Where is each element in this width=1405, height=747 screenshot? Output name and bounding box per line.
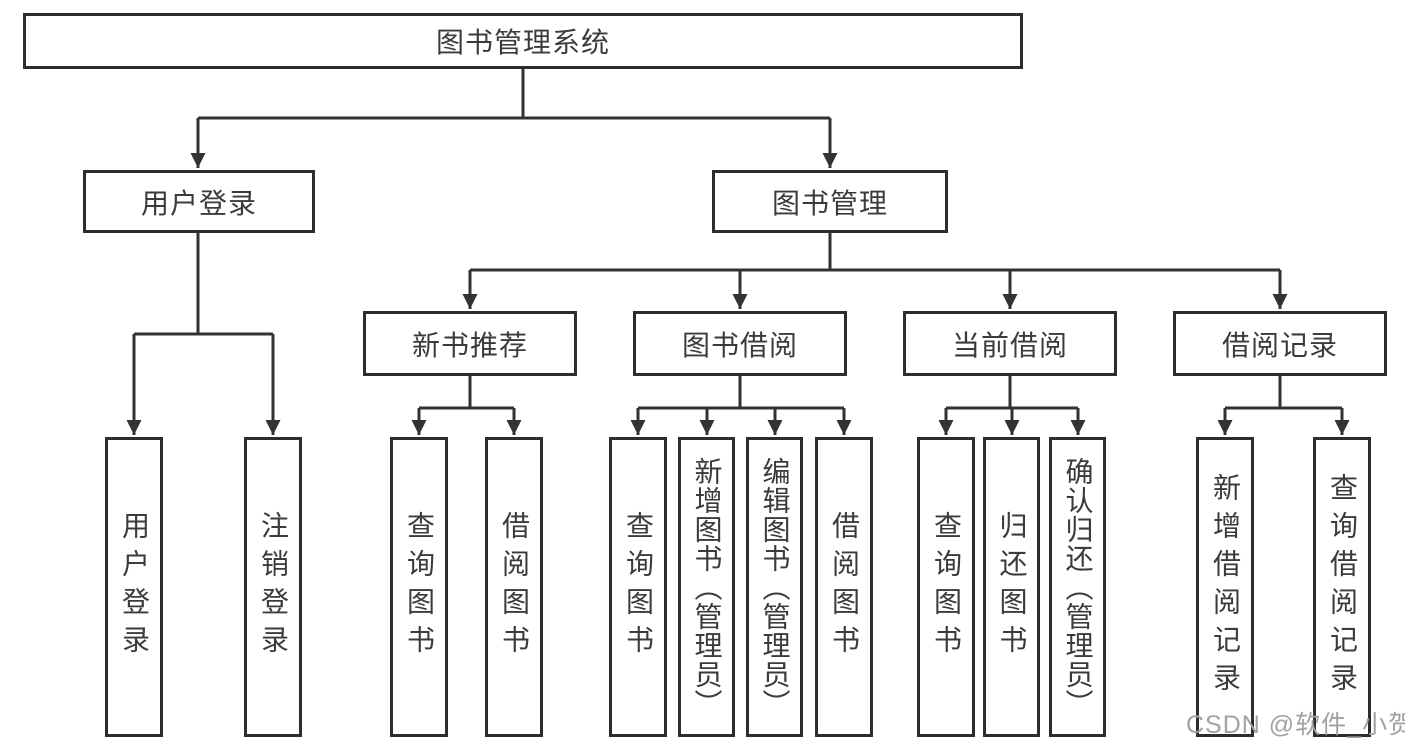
leaf-add-book-admin: 新增图书（管理员）	[678, 437, 735, 737]
leaf-user-login: 用户登录	[105, 437, 163, 737]
leaf-logout: 注销登录	[244, 437, 302, 737]
connector-bookmgmt-to-level3	[462, 270, 1288, 309]
node-borrow-records: 借阅记录	[1173, 311, 1387, 376]
node-root: 图书管理系统	[23, 13, 1023, 69]
connector-currentborrow-leaves	[938, 408, 1086, 435]
csdn-watermark: CSDN @软件_小贺同学	[1186, 711, 1405, 739]
leaf-return-book: 归还图书	[983, 437, 1040, 737]
connector-trunks	[134, 69, 1342, 410]
connector-newbooks-leaves	[411, 408, 522, 435]
connector-records-leaves	[1217, 408, 1350, 435]
node-current-borrow: 当前借阅	[903, 311, 1117, 376]
connector-userlogin-leaves	[126, 334, 281, 435]
leaf-query-books-3: 查询图书	[917, 437, 975, 737]
leaf-query-books-2: 查询图书	[609, 437, 667, 737]
leaf-borrow-books-2: 借阅图书	[815, 437, 873, 737]
node-book-borrow: 图书借阅	[633, 311, 847, 376]
leaf-edit-book-admin: 编辑图书（管理员）	[746, 437, 803, 737]
leaf-borrow-books-1: 借阅图书	[485, 437, 543, 737]
leaf-add-borrow-record: 新增借阅记录	[1196, 437, 1254, 737]
leaf-confirm-return-admin: 确认归还（管理员）	[1049, 437, 1106, 737]
connector-root-to-level2	[190, 118, 838, 168]
node-user-login: 用户登录	[83, 170, 315, 233]
leaf-query-borrow-record: 查询借阅记录	[1313, 437, 1371, 737]
node-new-book-recommend: 新书推荐	[363, 311, 577, 376]
connector-bookborrow-leaves	[630, 408, 852, 435]
node-book-management: 图书管理	[712, 170, 948, 233]
leaf-query-books-1: 查询图书	[390, 437, 448, 737]
